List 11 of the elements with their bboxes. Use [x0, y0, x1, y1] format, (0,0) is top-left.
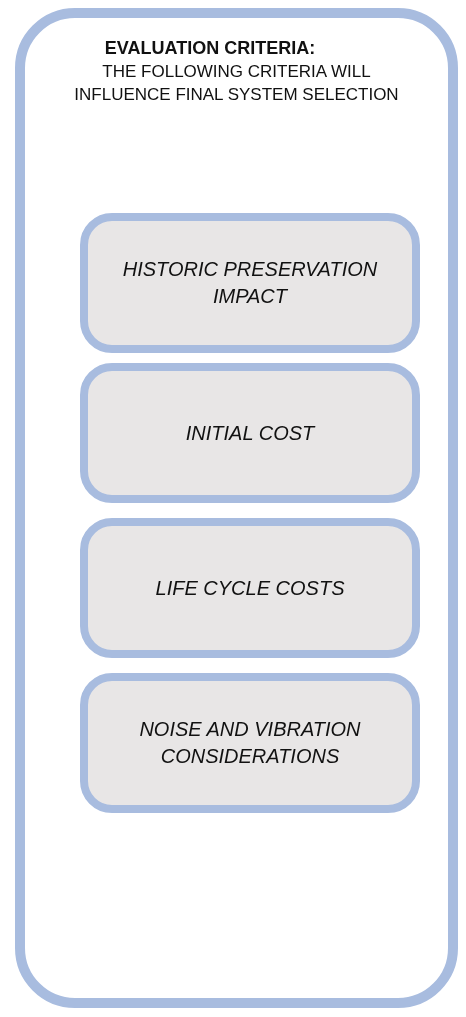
criterion-label: HISTORIC PRESERVATION IMPACT	[121, 257, 379, 309]
criterion-box	[80, 673, 420, 813]
criterion-box	[80, 363, 420, 503]
criterion-box	[80, 518, 420, 658]
criterion-box	[80, 213, 420, 353]
criterion-label: NOISE AND VIBRATION CONSIDERATIONS	[138, 717, 362, 769]
criteria-panel	[15, 8, 458, 1008]
heading: EVALUATION CRITERIA:	[103, 38, 317, 59]
criterion-label: LIFE CYCLE COSTS	[154, 575, 346, 601]
criterion-label: INITIAL COST	[184, 420, 317, 446]
subheading: THE FOLLOWING CRITERIA WILL INFLUENCE FINAL SYSTEM SELECTION	[73, 61, 400, 106]
